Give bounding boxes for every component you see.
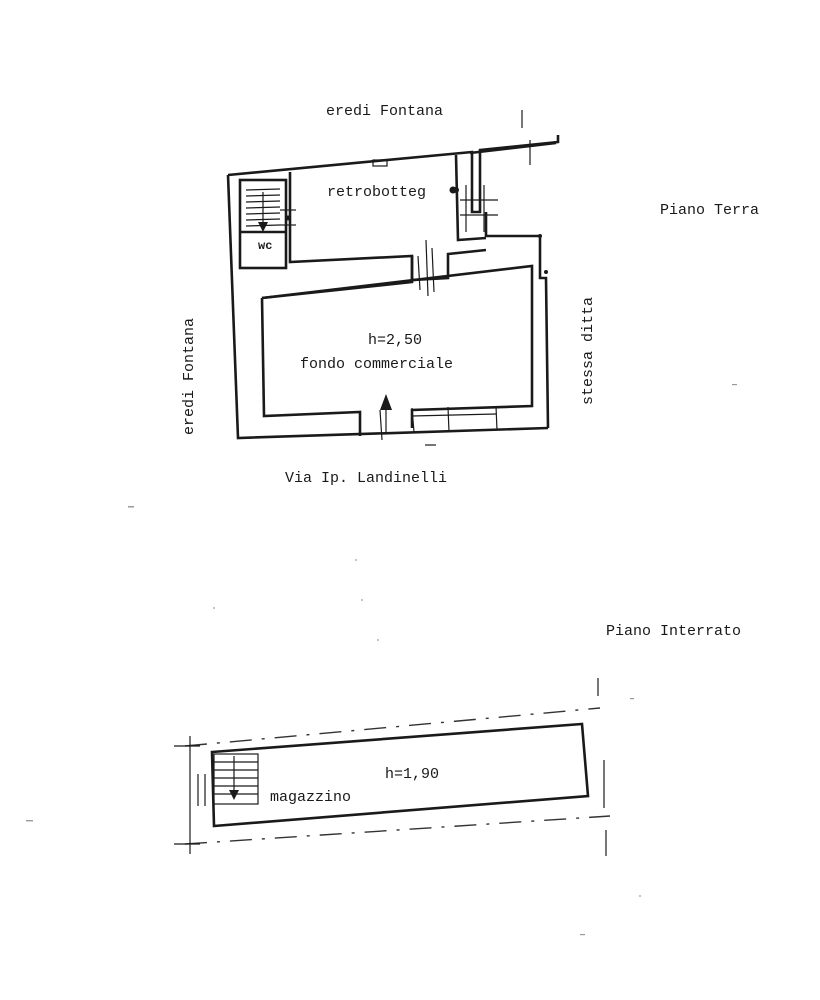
- entrance-arrow-icon: [380, 394, 392, 410]
- shop-height-label: h=2,50: [368, 332, 422, 349]
- north-boundary-line: [469, 141, 557, 155]
- east-wall: [484, 212, 550, 429]
- ground-floor-title: Piano Terra: [660, 202, 759, 219]
- storage-name-label: magazzino: [270, 789, 351, 806]
- back-room-inner-wall: [454, 154, 487, 242]
- west-wall: [226, 174, 549, 440]
- basement-boundary-top: [184, 707, 601, 747]
- door-mark: [431, 247, 435, 293]
- scan-noise: [26, 384, 737, 936]
- shop-front-openings: [379, 405, 498, 441]
- neighbor-east-label: stessa ditta: [580, 297, 597, 405]
- ground-floor-plan: retrobotteg wc h=2,50 fondo commerciale …: [181, 103, 759, 487]
- neighbor-north-label: eredi Fontana: [326, 103, 443, 120]
- window-mark: [372, 159, 388, 167]
- basement-title: Piano Interrato: [606, 623, 741, 640]
- back-room-label: retrobotteg: [327, 184, 426, 201]
- storage-room-outline: [210, 722, 590, 828]
- neighbor-west-label: eredi Fontana: [181, 318, 198, 435]
- shop-room-outline: [260, 297, 362, 436]
- hinge-dot: [285, 215, 291, 221]
- shop-name-label: fondo commerciale: [300, 356, 453, 373]
- basement-boundary-bottom: [184, 815, 611, 845]
- door-mark: [417, 255, 421, 291]
- street-label: Via Ip. Landinelli: [285, 470, 447, 487]
- stair-basement: [213, 753, 259, 805]
- stair-ground: [245, 188, 281, 228]
- stair-down-arrow-icon: [258, 222, 268, 232]
- corner-mark: [544, 270, 548, 274]
- label-end-dot: [449, 186, 457, 194]
- basement-plan: Piano Interrato h=1,90 magazzino: [174, 623, 741, 856]
- corner-mark: [538, 234, 542, 238]
- stair-down-arrow-icon: [229, 790, 239, 800]
- door-mark: [425, 239, 429, 297]
- storage-height-label: h=1,90: [385, 766, 439, 783]
- wc-room-outline: [238, 178, 288, 270]
- wc-label: wc: [258, 239, 272, 253]
- shop-room-outline: [261, 256, 414, 300]
